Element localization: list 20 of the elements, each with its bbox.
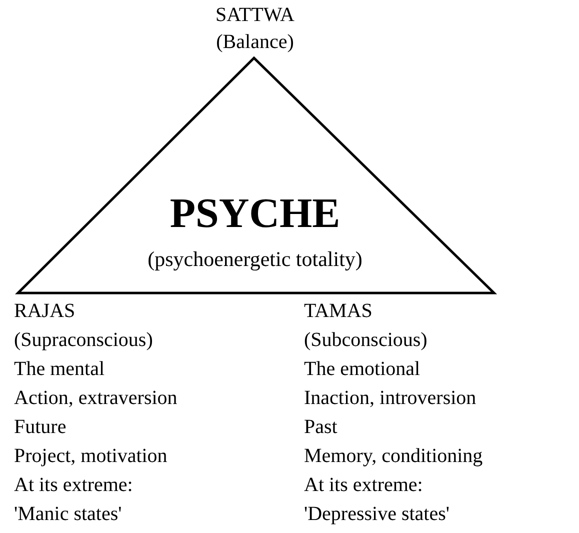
text-line: Future [14, 416, 66, 438]
text-line: The emotional [304, 358, 420, 380]
text-line: 'Depressive states' [304, 503, 450, 525]
text-line: At its extreme: [304, 474, 423, 496]
vertex-label: RAJAS [14, 300, 76, 322]
text-line: (Supraconscious) [14, 329, 153, 351]
text-line: At its extreme: [14, 474, 133, 496]
heading-text: PSYCHE [170, 192, 340, 236]
text-line: Action, extraversion [14, 387, 178, 409]
text-line: Past [304, 416, 338, 438]
subtitle-text: (psychoenergetic totality) [148, 248, 362, 271]
text-line: The mental [14, 358, 105, 380]
text-line: (Subconscious) [304, 329, 428, 351]
text-line: Memory, conditioning [304, 445, 483, 467]
vertex-label: SATTWA [216, 4, 294, 26]
text-line: Inaction, introversion [304, 387, 476, 409]
text-line: 'Manic states' [14, 503, 122, 525]
text-line: (Balance) [216, 31, 294, 53]
text-line: Project, motivation [14, 445, 168, 467]
vertex-label: TAMAS [304, 300, 372, 322]
